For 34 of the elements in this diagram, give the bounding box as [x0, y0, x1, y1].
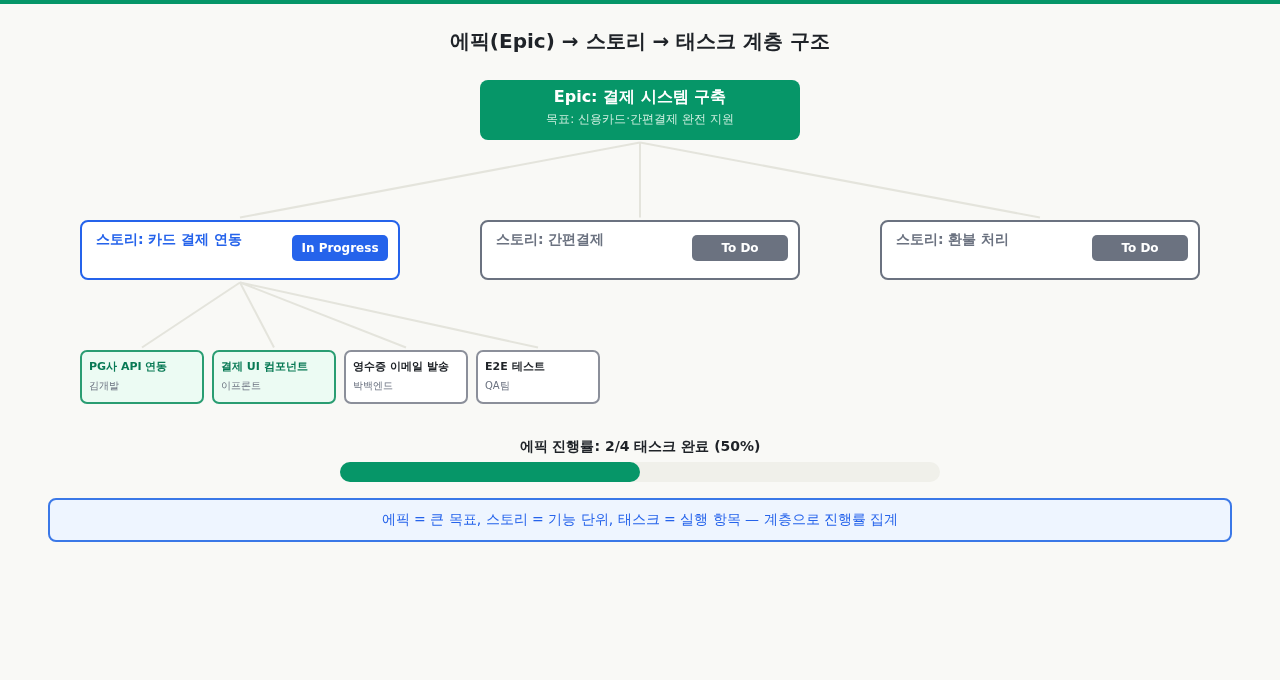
connector-line — [141, 281, 241, 349]
task-title: 영수증 이메일 발송 — [353, 359, 449, 374]
status-badge: In Progress — [292, 235, 388, 261]
connector-line — [239, 281, 275, 349]
task-title: E2E 테스트 — [485, 359, 545, 374]
epic-title: Epic: 결제 시스템 구축 — [552, 87, 728, 108]
task-title: 결제 UI 컴포넌트 — [221, 359, 308, 374]
story-card — [880, 220, 1200, 280]
epic-goal: 목표: 신용카드·간편결제 완전 지원 — [545, 111, 735, 128]
task-card — [212, 350, 336, 404]
status-badge: To Do — [1092, 235, 1188, 261]
story-title: 스토리: 환불 처리 — [896, 231, 1010, 249]
connector-line — [239, 281, 407, 349]
story-title: 스토리: 카드 결제 연동 — [96, 231, 243, 249]
note-text: 에픽 = 큰 목표, 스토리 = 기능 단위, 태스크 = 실행 항목 — 계층으로 진행률 집계 — [381, 511, 899, 529]
task-title: PG사 API 연동 — [89, 359, 168, 374]
assignee-name: 김개발 — [89, 379, 119, 393]
assignee-name: QA팀 — [485, 379, 510, 393]
progress-label: 에픽 진행률: 2/4 태스크 완료 (50%) — [519, 438, 761, 454]
status-badge: To Do — [692, 235, 788, 261]
assignee-name: 박백엔드 — [353, 379, 393, 393]
task-card — [344, 350, 468, 404]
connector-line — [639, 141, 1041, 219]
task-card — [80, 350, 204, 404]
connector-line — [239, 281, 539, 349]
assignee-name: 이프론트 — [221, 379, 261, 393]
connector-line — [239, 141, 641, 219]
diagram-title: 에픽(Epic) → 스토리 → 태스크 계층 구조 — [449, 29, 831, 53]
story-card — [80, 220, 400, 280]
note-box — [48, 498, 1232, 542]
story-card — [480, 220, 800, 280]
story-title: 스토리: 간편결제 — [496, 231, 605, 249]
epic-box — [480, 80, 800, 140]
task-card — [476, 350, 600, 404]
